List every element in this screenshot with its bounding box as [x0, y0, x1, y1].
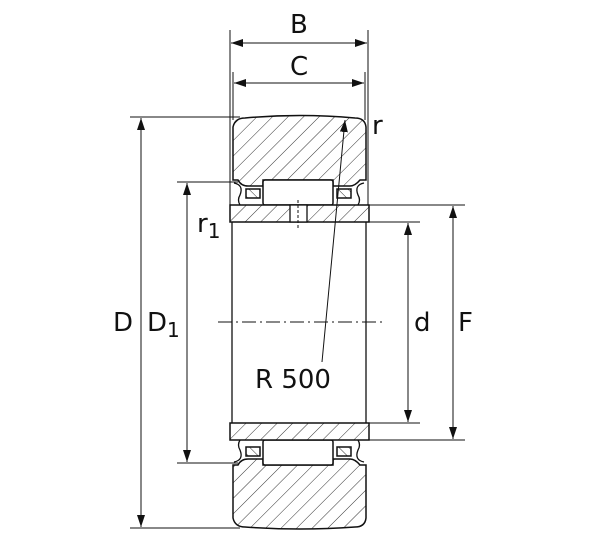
label-radius: R 500 [255, 365, 331, 395]
label-r1: r1 [197, 209, 220, 243]
label-D1: D1 [147, 308, 180, 342]
label-C: C [290, 52, 308, 82]
radius-leader [321, 119, 348, 363]
label-F: F [458, 308, 473, 338]
inner-ring-bottom [229, 422, 370, 441]
outer-ring-bottom [232, 458, 367, 530]
roller-bottom [262, 439, 334, 466]
label-r: r [372, 111, 383, 141]
label-D: D [113, 308, 133, 338]
extension-lines [130, 30, 465, 529]
label-d: d [414, 308, 431, 338]
outer-ring-top [232, 114, 367, 187]
seals [233, 182, 365, 463]
label-B: B [290, 10, 308, 40]
